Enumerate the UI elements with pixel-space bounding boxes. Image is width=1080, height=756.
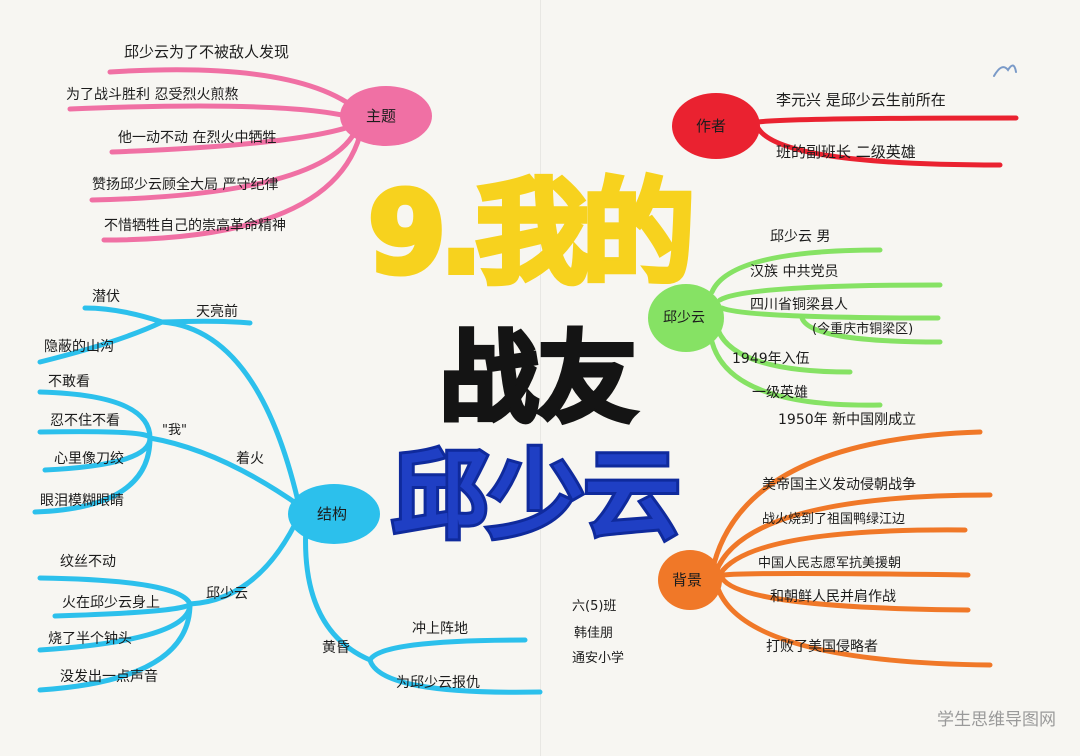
scribble-decoration (993, 64, 1017, 77)
signature-name: 韩佳朋 (574, 626, 614, 641)
person-item: 汉族 中共党员 (750, 264, 839, 280)
theme-item: 赞扬邱少云顾全大局 严守纪律 (92, 177, 279, 193)
structure-fire-item: 忍不住不看 (50, 413, 120, 429)
structure-dawn-item: 潜伏 (92, 289, 120, 305)
theme-branches (67, 67, 363, 243)
background-item: 1950年 新中国刚成立 (778, 412, 917, 428)
title-line-1: 9.我的 (365, 169, 698, 299)
structure-qiu-item: 纹丝不动 (60, 554, 116, 570)
person-item: 一级英雄 (752, 385, 808, 401)
author-item: 李元兴 是邱少云生前所在 (776, 91, 946, 109)
structure-dusk-item: 为邱少云报仇 (396, 675, 480, 691)
signature-class: 六(5)班 (572, 599, 617, 614)
background-node-blob (658, 550, 722, 610)
title-line-2: 战友 (437, 322, 638, 436)
structure-qiu-item: 火在邱少云身上 (62, 595, 160, 611)
theme-node-blob (340, 86, 432, 146)
background-item: 和朝鲜人民并肩作战 (770, 589, 896, 605)
structure-node-blob (288, 484, 380, 544)
theme-item: 不惜牺牲自己的崇高革命精神 (104, 218, 286, 234)
author-node-blob (672, 93, 760, 159)
structure-fire-item: 不敢看 (48, 374, 90, 390)
structure-dawn-label: 天亮前 (196, 304, 238, 320)
background-item: 打败了美国侵略者 (766, 639, 878, 655)
title-line-3: 邱少云 (389, 440, 683, 552)
person-item: 邱少云 男 (770, 229, 831, 245)
person-item: 四川省铜梁县人 (750, 297, 848, 313)
structure-qiu-label: 邱少云 (206, 586, 248, 602)
author-node-label: 作者 (696, 117, 727, 135)
theme-item: 为了战斗胜利 忍受烈火煎熬 (66, 87, 239, 103)
structure-fire-sub: "我" (162, 423, 187, 438)
signature-school: 通安小学 (572, 651, 625, 666)
structure-fire-label: 着火 (236, 451, 264, 467)
structure-fire-item: 心里像刀绞 (54, 451, 124, 467)
author-item: 班的副班长 二级英雄 (776, 143, 916, 161)
person-branches (709, 247, 943, 408)
background-node-label: 背景 (672, 571, 703, 589)
author-branches (755, 115, 1019, 168)
theme-item: 他一动不动 在烈火中牺牲 (118, 130, 277, 146)
watermark: 学生思维导图网 (937, 710, 1056, 730)
structure-dusk-item: 冲上阵地 (412, 621, 468, 637)
background-item: 战火烧到了祖国鸭绿江边 (762, 512, 906, 527)
background-item: 美帝国主义发动侵朝战争 (762, 477, 916, 493)
page-fold (540, 0, 541, 756)
person-item: (今重庆市铜梁区) (812, 322, 914, 337)
structure-node-label: 结构 (317, 505, 348, 523)
theme-item: 邱少云为了不被敌人发现 (124, 43, 290, 61)
background-branches (709, 429, 993, 668)
theme-node-label: 主题 (366, 107, 397, 125)
person-node-blob (648, 284, 724, 352)
person-item: 1949年入伍 (732, 351, 810, 367)
structure-dusk-label: 黄昏 (322, 640, 350, 656)
background-item: 中国人民志愿军抗美援朝 (758, 556, 902, 571)
structure-dawn-item: 隐蔽的山沟 (44, 339, 114, 355)
person-node-label: 邱少云 (663, 310, 705, 326)
structure-branches (32, 305, 543, 695)
structure-qiu-item: 没发出一点声音 (60, 669, 158, 685)
structure-qiu-item: 烧了半个钟头 (48, 631, 132, 647)
structure-fire-item: 眼泪模糊眼睛 (40, 493, 124, 509)
